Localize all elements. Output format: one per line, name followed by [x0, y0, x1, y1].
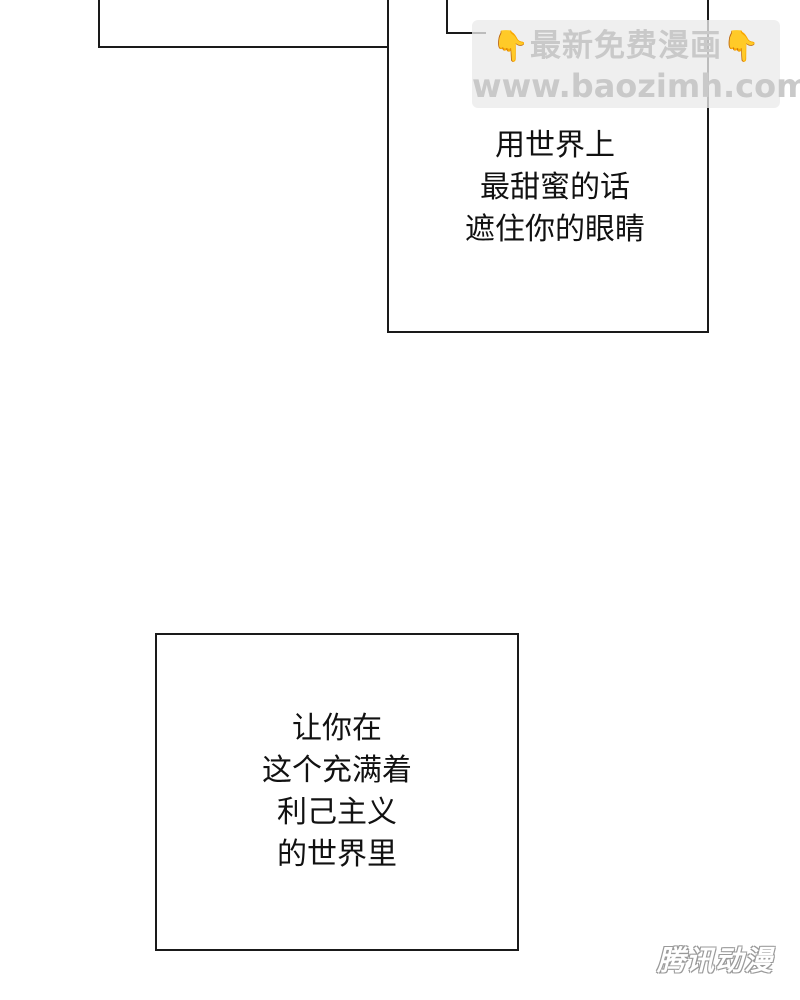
- panel-top-right-caption: 用世界上 最甜蜜的话 遮住你的眼睛: [448, 125, 662, 251]
- watermark-url: www.baozimh.com: [472, 67, 800, 105]
- watermark-line1: 👇最新免费漫画👇: [472, 26, 780, 67]
- pointing-down-hand-icon: 👇: [722, 29, 761, 64]
- panel-top-left: [98, 0, 390, 48]
- watermark: 👇最新免费漫画👇 www.baozimh.com: [472, 20, 800, 108]
- caption-line: 遮住你的眼睛: [465, 212, 645, 247]
- panel-bottom-caption: 让你在 这个充满着 利己主义 的世界里: [230, 708, 444, 876]
- caption-line: 让你在: [292, 711, 382, 746]
- panel-inner-edge-bottom: [446, 32, 486, 34]
- caption-line: 最甜蜜的话: [480, 170, 630, 205]
- caption-line: 这个充满着: [262, 753, 412, 788]
- panel-inner-edge: [446, 0, 448, 34]
- caption-line: 的世界里: [277, 837, 397, 872]
- panel-bottom: [155, 633, 519, 951]
- pointing-down-hand-icon: 👇: [491, 29, 530, 64]
- corner-logo: 腾讯动漫: [656, 944, 773, 977]
- caption-line: 利己主义: [277, 795, 397, 830]
- caption-line: 用世界上: [495, 128, 615, 163]
- watermark-title: 最新免费漫画: [530, 28, 722, 64]
